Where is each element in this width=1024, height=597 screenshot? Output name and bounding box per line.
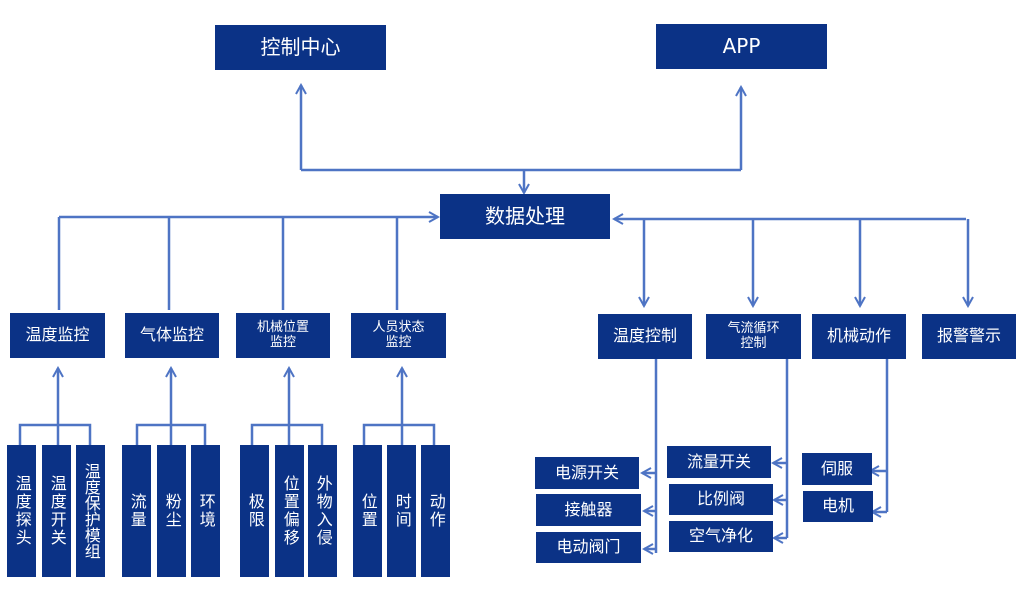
- sensor-limit: 极限: [240, 445, 269, 577]
- monitor-temperature: 温度监控: [10, 313, 105, 358]
- sensor-temperature-switch: 温度开关: [42, 445, 71, 577]
- control-airflow-circulation: 气流循环 控制: [706, 314, 801, 359]
- sensor-action: 动作: [421, 445, 450, 577]
- control-mechanical-action: 机械动作: [812, 314, 906, 359]
- control-alarm: 报警警示: [922, 314, 1016, 359]
- actuator-flow-switch: 流量开关: [667, 446, 771, 478]
- monitor-personnel-status: 人员状态 监控: [351, 313, 446, 358]
- actuator-motor: 电机: [803, 491, 873, 522]
- app-box: APP: [656, 24, 827, 69]
- monitor-gas: 气体监控: [125, 313, 219, 358]
- data-processing-box: 数据处理: [440, 194, 610, 239]
- sensor-time: 时间: [387, 445, 416, 577]
- sensor-position-offset: 位置偏移: [275, 445, 304, 577]
- control-temperature: 温度控制: [598, 314, 692, 359]
- actuator-proportional-valve: 比例阀: [669, 484, 773, 515]
- sensor-personnel-position: 位置: [353, 445, 382, 577]
- control-center-box: 控制中心: [215, 25, 386, 70]
- sensor-temperature-probe: 温度探头: [7, 445, 36, 577]
- sensor-foreign-intrusion: 外物入侵: [308, 445, 337, 577]
- monitor-mechanical-position: 机械位置 监控: [236, 313, 330, 358]
- sensor-flow: 流量: [122, 445, 151, 577]
- sensor-dust: 粉尘: [157, 445, 186, 577]
- actuator-contactor: 接触器: [536, 494, 641, 526]
- actuator-air-purification: 空气净化: [669, 521, 773, 552]
- sensor-temperature-protection-module: 温度保护模组: [76, 445, 105, 577]
- sensor-environment: 环境: [191, 445, 220, 577]
- actuator-servo: 伺服: [802, 453, 872, 485]
- actuator-power-switch: 电源开关: [535, 457, 639, 489]
- actuator-electric-valve: 电动阀门: [536, 532, 641, 563]
